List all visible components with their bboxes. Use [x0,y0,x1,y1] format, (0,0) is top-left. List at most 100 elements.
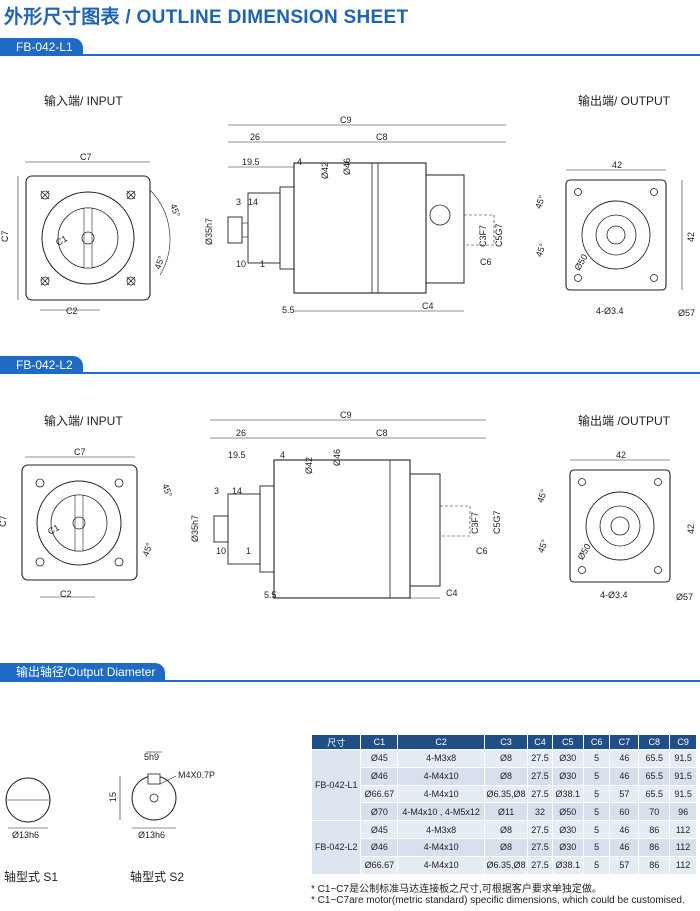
dim-c9: C9 [340,115,352,125]
cell: 57 [609,784,640,804]
cell: Ø66.67 [360,855,399,875]
cell: 27.5 [527,749,553,768]
cell: 32 [527,802,553,822]
cell: 46 [609,749,640,768]
dim-c7: C7 [80,152,92,162]
dim-c2: C2 [66,306,78,316]
cell: 27.5 [527,820,553,839]
dim-c6-l2: C6 [476,546,488,556]
section-tag-output: 输出轴径/Output Diameter [0,663,166,681]
dim-holes-l2: 4-Ø3.4 [600,590,628,600]
cell: 5 [582,802,611,822]
cell: 4-M4x10 [397,784,485,804]
cell: Ø6.35,Ø8 [483,855,529,875]
dim-5-5: 5.5 [282,305,295,315]
input-label-l2: 输入端/ INPUT [44,414,123,428]
col-c9: C9 [669,734,697,750]
dim-phi13-s2: Ø13h6 [138,830,165,840]
dim-c1: C1 [54,233,69,247]
dim-c3f7: C3F7 [478,225,488,247]
dim-phi42-l2: Ø42 [304,457,314,474]
cell: 57 [609,855,640,875]
dim-phi50: Ø50 [572,252,589,272]
table-row: Ø46 4-M4x10 Ø8 27.5 Ø30 5 46 86 112 [312,837,697,857]
dim-c5g7-l2: C5G7 [492,510,502,534]
cell: Ø38.1 [551,784,584,804]
shaft-s2-label: 轴型式 S2 [130,870,185,884]
dim-42-top: 42 [612,160,622,170]
dim-4: 4 [297,157,302,167]
dim-45-bottom-l2: 45° [140,541,154,558]
dim-42-side: 42 [686,232,696,242]
col-c1: C1 [360,734,399,750]
table-header-row: 尺寸 C1 C2 C3 C4 C5 C6 C7 C8 C9 [310,734,697,750]
dim-5-5-l2: 5.5 [264,590,277,600]
cell: Ø8 [483,837,529,857]
cell: 4-M3x8 [397,820,485,839]
dim-19-5: 19.5 [242,157,260,167]
dim-c4-l2: C4 [446,588,458,598]
dim-c7-l2: C7 [74,447,86,457]
table-row: FB-042-L2 Ø45 4-M3x8 Ø8 27.5 Ø30 5 46 86… [310,820,697,875]
cell: 112 [669,837,697,857]
cell: Ø30 [551,837,584,857]
dim-14-l2: 14 [232,486,242,496]
cell: 4-M4x10 [397,766,485,786]
cell: Ø45 [360,749,399,768]
dim-c8-l2: C8 [376,428,388,438]
section-divider-l2 [0,372,700,374]
dim-45-bottom: 45° [152,254,166,271]
dim-phi50-l2: Ø50 [576,542,593,562]
output-flange-view-l2: 42 42 45° 45° Ø50 4-Ø3.4 Ø57 [535,450,696,602]
output-label-l1: 输出端/ OUTPUT [578,94,670,108]
dim-key-5h9: 5h9 [144,752,159,762]
table-row: Ø46 4-M4x10 Ø8 27.5 Ø30 5 46 65.5 91.5 [312,766,697,786]
input-flange-view-l1: C7 C7 C1 C2 45° 45° [0,152,182,316]
dim-c8: C8 [376,132,388,142]
cell: 65.5 [638,766,671,786]
cell: 27.5 [527,766,553,786]
note-english: * C1~C7are motor(metric standard) specif… [311,895,685,906]
cell: 91.5 [669,749,697,768]
model-cell-l2: FB-042-L2 [310,820,362,875]
col-c2: C2 [397,734,485,750]
cell: Ø46 [360,766,399,786]
cell: 46 [609,766,640,786]
cell: 112 [669,820,697,839]
cell: 46 [609,837,640,857]
dim-phi35: Ø35h7 [204,218,214,245]
cell: Ø38.1 [551,855,584,875]
cell: 96 [669,802,697,822]
dim-phi46: Ø46 [342,158,352,175]
dim-thread: M4X0.7P [178,770,215,780]
cell: 86 [638,837,671,857]
dim-phi13-s1: Ø13h6 [12,830,39,840]
output-flange-view-l1: 42 42 45° 45° Ø50 4-Ø3.4 Ø57 [533,160,696,318]
dim-phi46-l2: Ø46 [332,449,342,466]
col-c8: C8 [638,734,671,750]
dim-3-l2: 3 [214,486,219,496]
dimension-table: 尺寸 C1 C2 C3 C4 C5 C6 C7 C8 C9 FB-042-L1 … [310,734,697,875]
table-row: Ø66.67 4-M4x10 Ø6.35,Ø8 27.5 Ø38.1 5 57 … [312,855,697,875]
col-c6: C6 [582,734,611,750]
dim-45-out-top: 45° [533,193,547,210]
dim-phi57: Ø57 [678,308,695,318]
dim-10-l2: 10 [216,546,226,556]
table-row: Ø70 4-M4x10 , 4-M5x12 Ø11 32 Ø50 5 60 70… [312,802,697,822]
model-cell-l1: FB-042-L1 [310,748,362,822]
dim-c4: C4 [422,301,434,311]
dim-45-top-l2: 45° [160,482,174,499]
dim-15: 15 [108,792,118,802]
dim-phi42: Ø42 [320,162,330,179]
dim-26-l2: 26 [236,428,246,438]
cell: Ø8 [483,820,529,839]
cell: Ø50 [551,802,584,822]
cell: 4-M3x8 [397,749,485,768]
cell: 112 [669,855,697,875]
col-c4: C4 [527,734,553,750]
side-view-l2: C9 26 C8 19.5 4 Ø42 Ø46 3 14 Ø35h7 10 1 … [190,410,502,600]
section-divider-output [0,680,700,682]
dim-phi35-l2: Ø35h7 [190,515,200,542]
cell: 70 [638,802,671,822]
dim-c5g7: C5G7 [494,223,504,247]
